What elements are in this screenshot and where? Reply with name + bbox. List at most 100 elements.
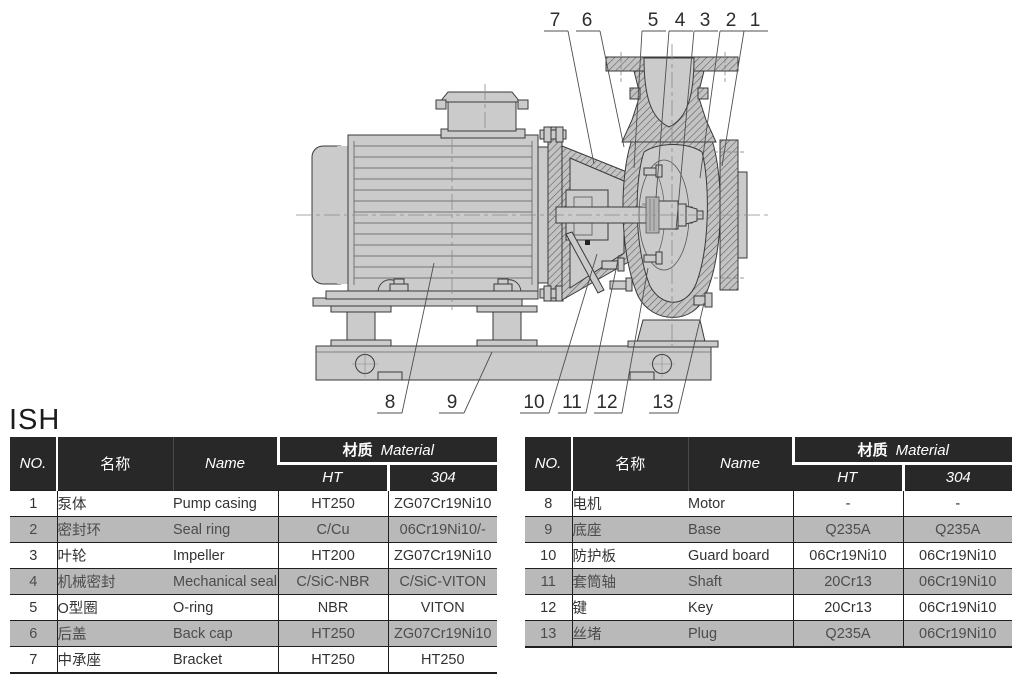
material-label-en: Material (895, 442, 949, 459)
cell-cn: 泵体 (57, 490, 173, 517)
cell-no: 4 (10, 568, 58, 595)
cell-s304: - (903, 490, 1012, 517)
col-header-name-en: Name (172, 437, 278, 491)
cell-cn: 键 (572, 594, 688, 621)
centerlines (296, 44, 770, 377)
cell-ht: Q235A (793, 620, 904, 648)
cell-no: 8 (525, 490, 573, 517)
cell-en: Back cap (173, 620, 279, 647)
cell-s304: 06Cr19Ni10 (903, 594, 1012, 621)
pump-cross-section-diagram: 7 6 5 4 3 2 1 8 9 10 11 12 13 (296, 10, 770, 414)
material-label-en: Material (380, 442, 434, 459)
callout-label: 13 (652, 392, 673, 413)
cell-ht: NBR (278, 594, 389, 621)
pump-casing-drawing (605, 52, 748, 348)
callout-label: 2 (726, 10, 737, 31)
cell-en: Base (688, 516, 794, 543)
cell-ht: 06Cr19Ni10 (793, 542, 904, 569)
cell-cn: 电机 (572, 490, 688, 517)
material-label-cn: 材质 (342, 442, 373, 459)
cell-ht: C/Cu (278, 516, 389, 543)
col-header-no: NO. (10, 437, 57, 491)
cell-cn: 中承座 (57, 646, 173, 674)
cell-no: 5 (10, 594, 58, 621)
cell-no: 6 (10, 620, 58, 647)
cell-ht: HT250 (278, 620, 389, 647)
cell-en: Mechanical seal (173, 568, 279, 595)
callout-label: 9 (447, 392, 458, 413)
cell-s304: 06Cr19Ni10 (903, 568, 1012, 595)
col-header-304: 304 (386, 463, 497, 491)
cell-en: Bracket (173, 646, 279, 674)
cell-s304: 06Cr19Ni10 (903, 620, 1012, 648)
cell-no: 1 (10, 490, 58, 517)
cell-ht: HT250 (278, 490, 389, 517)
callout-label: 11 (562, 392, 582, 413)
cell-s304: VITON (388, 594, 497, 621)
cell-s304: HT250 (388, 646, 497, 674)
cell-en: Pump casing (173, 490, 279, 517)
series-label: ISH (9, 404, 61, 436)
cell-s304: ZG07Cr19Ni10 (388, 542, 497, 569)
col-header-no: NO. (525, 437, 572, 491)
cell-cn: 丝堵 (572, 620, 688, 648)
cell-cn: O型圈 (57, 594, 173, 621)
cell-en: Impeller (173, 542, 279, 569)
cell-ht: C/SiC-NBR (278, 568, 389, 595)
cell-en: O-ring (173, 594, 279, 621)
cell-s304: 06Cr19Ni10/- (388, 516, 497, 543)
cell-cn: 机械密封 (57, 568, 173, 595)
col-header-material: 材质 Material (276, 437, 497, 465)
cell-no: 9 (525, 516, 573, 543)
cell-en: Key (688, 594, 794, 621)
baseplate-drawing (312, 297, 712, 381)
col-header-304: 304 (901, 463, 1012, 491)
cell-s304: Q235A (903, 516, 1012, 543)
cell-no: 12 (525, 594, 573, 621)
callout-label: 7 (550, 10, 561, 31)
cell-ht: - (793, 490, 904, 517)
callout-label: 5 (648, 10, 659, 31)
cell-en: Guard board (688, 542, 794, 569)
cell-s304: ZG07Cr19Ni10 (388, 620, 497, 647)
cell-s304: ZG07Cr19Ni10 (388, 490, 497, 517)
cell-no: 7 (10, 646, 58, 674)
cell-s304: 06Cr19Ni10 (903, 542, 1012, 569)
cell-cn: 套筒轴 (572, 568, 688, 595)
callout-numbers: 7 6 5 4 3 2 1 8 9 10 11 12 13 (385, 10, 761, 413)
col-header-ht: HT (793, 463, 903, 491)
cell-no: 3 (10, 542, 58, 569)
cell-cn: 叶轮 (57, 542, 173, 569)
cell-no: 10 (525, 542, 573, 569)
cell-en: Motor (688, 490, 794, 517)
col-header-name-cn: 名称 (571, 437, 688, 491)
cell-s304: C/SiC-VITON (388, 568, 497, 595)
callout-label: 12 (596, 392, 617, 413)
motor-drawing (311, 91, 551, 300)
col-header-name-cn: 名称 (56, 437, 173, 491)
cell-ht: Q235A (793, 516, 904, 543)
cell-no: 2 (10, 516, 58, 543)
cell-ht: HT250 (278, 646, 389, 674)
cell-cn: 底座 (572, 516, 688, 543)
cell-en: Plug (688, 620, 794, 648)
callout-label: 6 (582, 10, 593, 31)
cell-no: 11 (525, 568, 573, 595)
callout-leaders (377, 30, 768, 414)
cell-cn: 密封环 (57, 516, 173, 543)
cell-cn: 防护板 (572, 542, 688, 569)
col-header-ht: HT (278, 463, 388, 491)
